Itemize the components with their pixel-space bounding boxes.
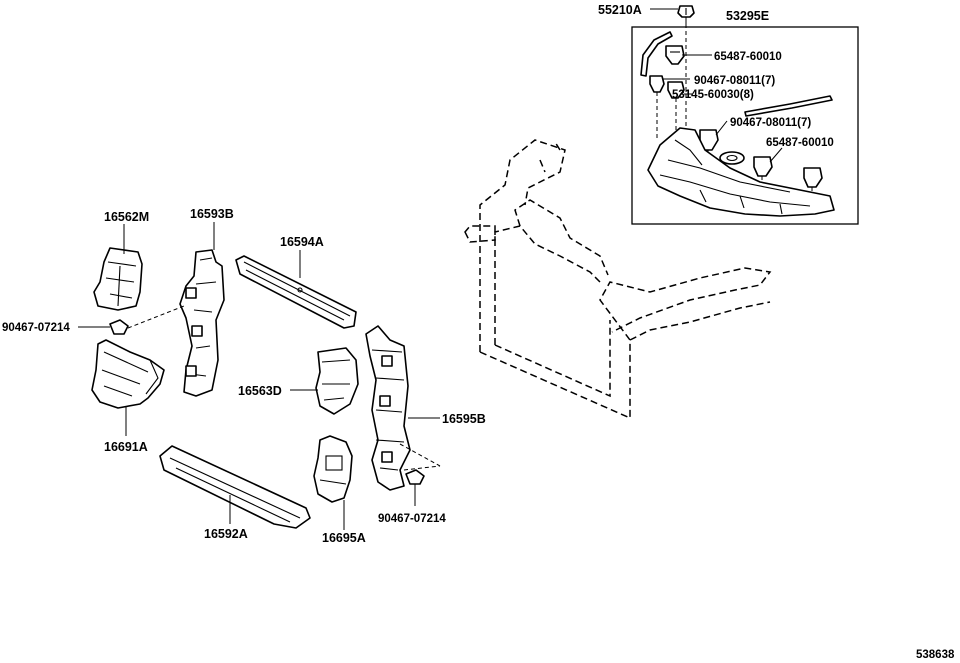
label-16563D: 16563D bbox=[238, 384, 282, 398]
label-16562M: 16562M bbox=[104, 210, 149, 224]
clip-90467-08011-top bbox=[649, 75, 665, 140]
radiator-support-outline bbox=[464, 139, 772, 420]
label-53145-60030: 53145-60030(8) bbox=[672, 89, 754, 101]
label-65487-60010-mid: 65487-60010 bbox=[766, 137, 834, 149]
label-90467-08011-mid: 90467-08011(7) bbox=[730, 117, 811, 129]
label-53295E: 53295E bbox=[726, 9, 769, 23]
clip-65487-top bbox=[665, 45, 685, 65]
label-16594A: 16594A bbox=[280, 235, 324, 249]
figure-id: 538638 bbox=[916, 649, 955, 661]
part-16595B bbox=[365, 325, 441, 491]
label-16691A: 16691A bbox=[104, 440, 148, 454]
clip-53145 bbox=[667, 81, 685, 132]
fastener-90467-07214-left bbox=[109, 305, 185, 335]
seal-strip-top bbox=[640, 31, 673, 77]
grommet bbox=[719, 151, 745, 165]
label-16593B: 16593B bbox=[190, 207, 234, 221]
leader-lines bbox=[78, 8, 783, 530]
label-90467-08011-top: 90467-08011(7) bbox=[694, 75, 775, 87]
label-90467-07214-right: 90467-07214 bbox=[378, 513, 446, 525]
fastener-90467-07214-right bbox=[405, 469, 425, 506]
part-53295E-cover bbox=[647, 127, 835, 217]
label-16595B: 16595B bbox=[442, 412, 486, 426]
part-16594A bbox=[235, 255, 357, 329]
label-65487-60010-top: 65487-60010 bbox=[714, 51, 782, 63]
seal-strip-right bbox=[744, 95, 833, 117]
clip-55210A bbox=[677, 5, 695, 128]
part-16593B bbox=[179, 249, 225, 397]
label-16695A: 16695A bbox=[322, 531, 366, 545]
part-16592A bbox=[159, 445, 311, 529]
part-16562M bbox=[93, 247, 143, 311]
label-16592A: 16592A bbox=[204, 527, 248, 541]
part-16563D bbox=[315, 347, 359, 415]
label-90467-07214-left: 90467-07214 bbox=[2, 322, 70, 334]
part-16691A bbox=[91, 339, 165, 409]
inset-box-53295E bbox=[631, 26, 859, 225]
part-16695A bbox=[313, 435, 353, 503]
label-55210A: 55210A bbox=[598, 3, 642, 17]
